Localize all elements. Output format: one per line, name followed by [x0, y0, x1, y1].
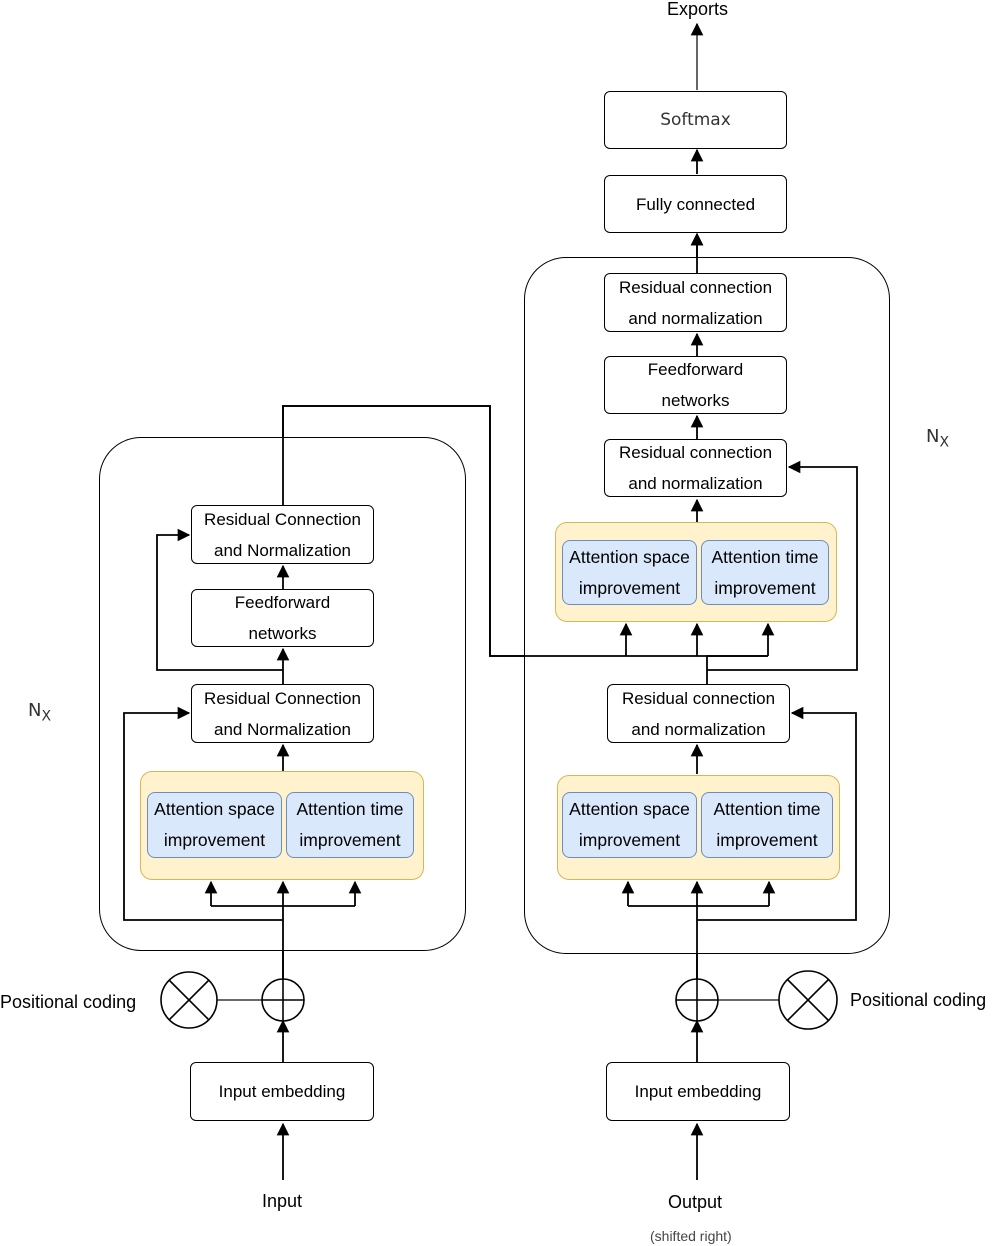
encoder-repeat-label: NX — [28, 700, 51, 725]
encoder-residual-top-node: Residual Connection and Normalization — [191, 505, 374, 564]
decoder-feedforward-node: Feedforward networks — [604, 356, 787, 414]
encoder-positional-coding-label: Positional coding — [0, 992, 137, 1012]
encoder-repeat-x: X — [41, 708, 52, 725]
decoder-residual-bottom-node: Residual connection and normalization — [607, 684, 790, 743]
decoder-repeat-x: X — [939, 434, 950, 451]
output-note-label: (shifted right) — [650, 1228, 732, 1244]
decoder-self-attention-space-node: Attention space improvement — [562, 792, 697, 858]
decoder-repeat-label: NX — [926, 426, 949, 451]
input-label: Input — [262, 1191, 303, 1211]
encoder-repeat-n: N — [28, 700, 42, 721]
decoder-repeat-n: N — [926, 426, 940, 447]
output-label: Output — [668, 1192, 723, 1212]
exports-label: Exports — [667, 0, 729, 19]
decoder-positional-coding-label: Positional coding — [850, 990, 987, 1010]
decoder-cross-attention-time-node: Attention time improvement — [701, 540, 829, 605]
decoder-cross-attention-space-node: Attention space improvement — [562, 540, 697, 605]
softmax-node: Softmax — [604, 91, 787, 149]
encoder-input-embedding-node: Input embedding — [190, 1062, 374, 1121]
decoder-self-attention-time-node: Attention time improvement — [701, 792, 833, 858]
encoder-attention-time-node: Attention time improvement — [286, 792, 414, 858]
encoder-feedforward-node: Feedforward networks — [191, 589, 374, 647]
encoder-attention-space-node: Attention space improvement — [147, 792, 282, 858]
encoder-residual-bottom-node: Residual Connection and Normalization — [191, 684, 374, 743]
decoder-residual-top-node: Residual connection and normalization — [604, 273, 787, 332]
decoder-residual-middle-node: Residual connection and normalization — [604, 439, 787, 497]
decoder-input-embedding-node: Input embedding — [606, 1062, 790, 1121]
fully-connected-node: Fully connected — [604, 175, 787, 233]
